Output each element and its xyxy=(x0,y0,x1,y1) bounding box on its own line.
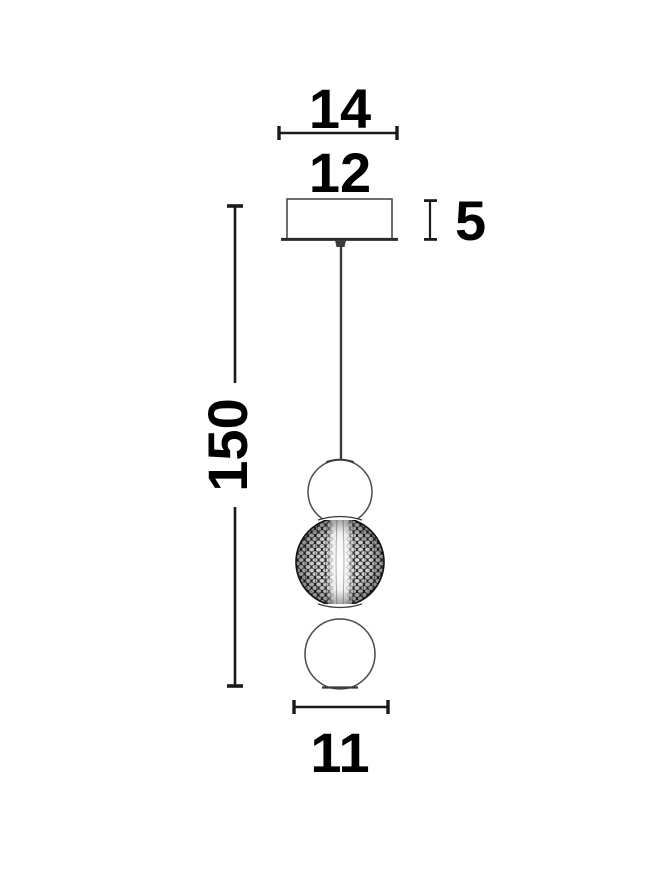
crystal-sphere-bottom-collar xyxy=(317,603,363,609)
upper-glass-sphere xyxy=(307,459,373,525)
dimension-14-group: 14 xyxy=(277,77,399,140)
dimension-11-group: 11 xyxy=(292,700,390,784)
dimension-5-group: 5 xyxy=(424,189,486,252)
dimension-11-label: 11 xyxy=(310,721,369,784)
upper-sphere-top-cap xyxy=(325,458,355,463)
ceiling-canopy xyxy=(286,198,393,240)
crystal-sphere-detail xyxy=(296,518,384,606)
lower-glass-sphere-group xyxy=(304,618,376,690)
ceiling-canopy-group xyxy=(281,198,398,247)
dimension-12-group: 12 xyxy=(309,141,371,204)
crystal-textured-sphere-group xyxy=(295,515,385,609)
dimension-150-label: 150 xyxy=(196,398,259,491)
dimension-5-label: 5 xyxy=(455,189,486,252)
dimension-14-label: 14 xyxy=(309,77,371,140)
lower-glass-sphere xyxy=(304,618,376,690)
dimension-150-group: 150 xyxy=(196,204,259,688)
crystal-sphere-top-collar xyxy=(317,515,363,521)
upper-glass-sphere-group xyxy=(307,458,373,525)
dimension-12-label: 12 xyxy=(309,141,371,204)
